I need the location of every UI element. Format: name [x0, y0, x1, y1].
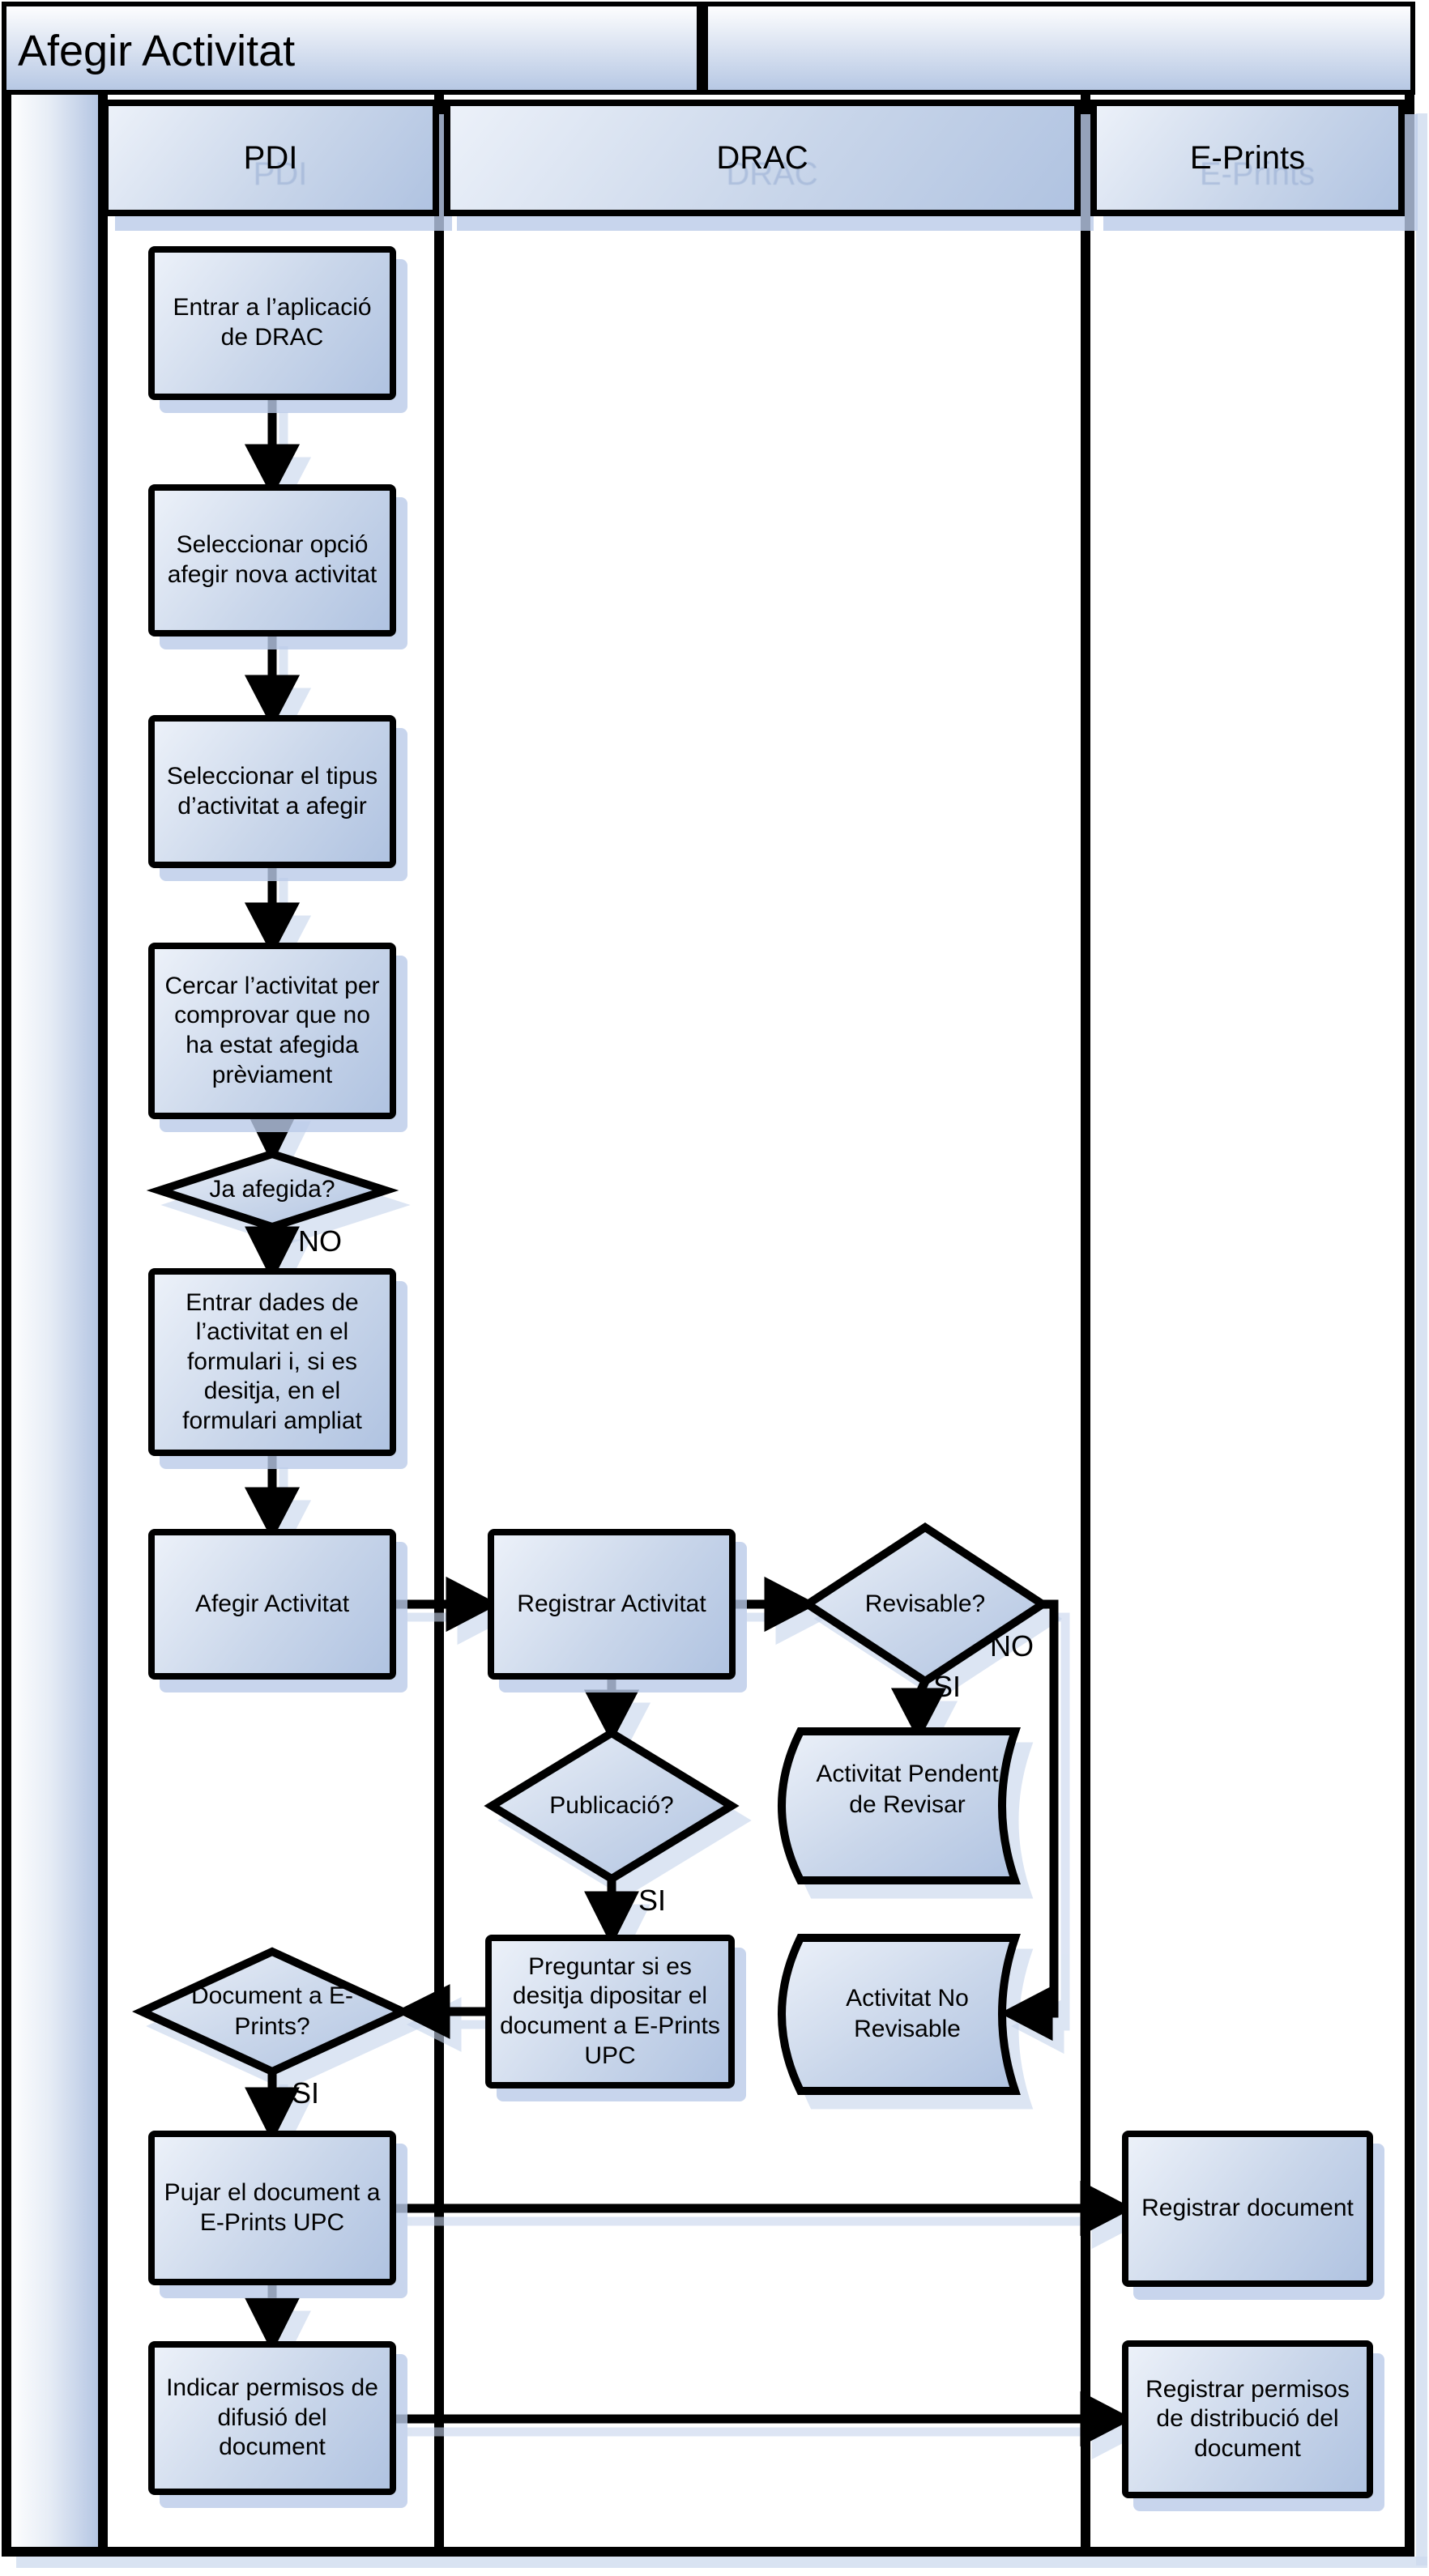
- branch-si-document-eprints: SI: [292, 2076, 320, 2110]
- label-ja-afegida: Ja afegida?: [209, 1176, 335, 1203]
- label-no-revisable: Activitat No Revisable: [846, 1985, 969, 2042]
- process-registrar-document: Registrar document: [1122, 2131, 1373, 2287]
- process-entrar-dades: Entrar dades de l’activitat en el formul…: [148, 1268, 396, 1456]
- process-indicar-permisos: Indicar permisos de difusió del document: [148, 2341, 396, 2495]
- diagram-title: Afegir Activitat: [18, 27, 296, 75]
- pool-bottom-border: [2, 2547, 1414, 2557]
- process-preguntar-dipositar: Preguntar si es desitja dipositar el doc…: [485, 1935, 735, 2088]
- title-bar-divider: [697, 2, 708, 95]
- process-seleccionar-opcio: Seleccionar opció afegir nova activitat: [148, 484, 396, 637]
- lane-header-pdi: PDI: [102, 100, 439, 216]
- branch-no-ja-afegida: NO: [298, 1224, 342, 1258]
- branch-si-revisable: SI: [933, 1670, 962, 1703]
- pool-side-strip: [8, 95, 98, 2547]
- branch-si-publicacio: SI: [638, 1884, 667, 1917]
- process-registrar-activitat: Registrar Activitat: [488, 1529, 736, 1680]
- lane-header-drac-label: DRAC: [716, 139, 808, 176]
- lane-header-pdi-label: PDI: [243, 139, 298, 176]
- label-publicacio: Publicació?: [549, 1792, 674, 1819]
- pool-right-shadow: [1416, 113, 1427, 2565]
- process-registrar-permisos: Registrar permisos de distribució del do…: [1122, 2340, 1373, 2498]
- diagram-title-bar: Afegir Activitat: [2, 2, 1415, 95]
- lane-divider-strip-pdi: [98, 92, 108, 2557]
- lane-divider-drac-eprints: [1081, 92, 1090, 2557]
- branch-no-revisable: NO: [990, 1629, 1034, 1663]
- label-pendent-revisar: Activitat Pendent de Revisar: [816, 1761, 999, 1818]
- process-pujar-document: Pujar el document a E-Prints UPC: [148, 2131, 396, 2285]
- pool-right-border: [1405, 92, 1414, 2557]
- lane-header-eprints: E-Prints: [1090, 100, 1405, 216]
- process-seleccionar-tipus: Seleccionar el tipus d’activitat a afegi…: [148, 715, 396, 868]
- label-revisable: Revisable?: [864, 1590, 986, 1617]
- process-entrar-aplicacio: Entrar a l’aplicació de DRAC: [148, 246, 396, 400]
- pool-left-border: [2, 92, 11, 2557]
- process-cercar-activitat: Cercar l’activitat per comprovar que no …: [148, 943, 396, 1119]
- lane-header-eprints-label: E-Prints: [1189, 139, 1306, 176]
- lane-divider-pdi-drac: [434, 92, 444, 2557]
- lane-header-drac: DRAC: [444, 100, 1081, 216]
- pool-bottom-shadow: [16, 2557, 1427, 2568]
- label-document-eprints: Document a E-Prints?: [190, 1982, 354, 2040]
- process-afegir-activitat: Afegir Activitat: [148, 1529, 396, 1680]
